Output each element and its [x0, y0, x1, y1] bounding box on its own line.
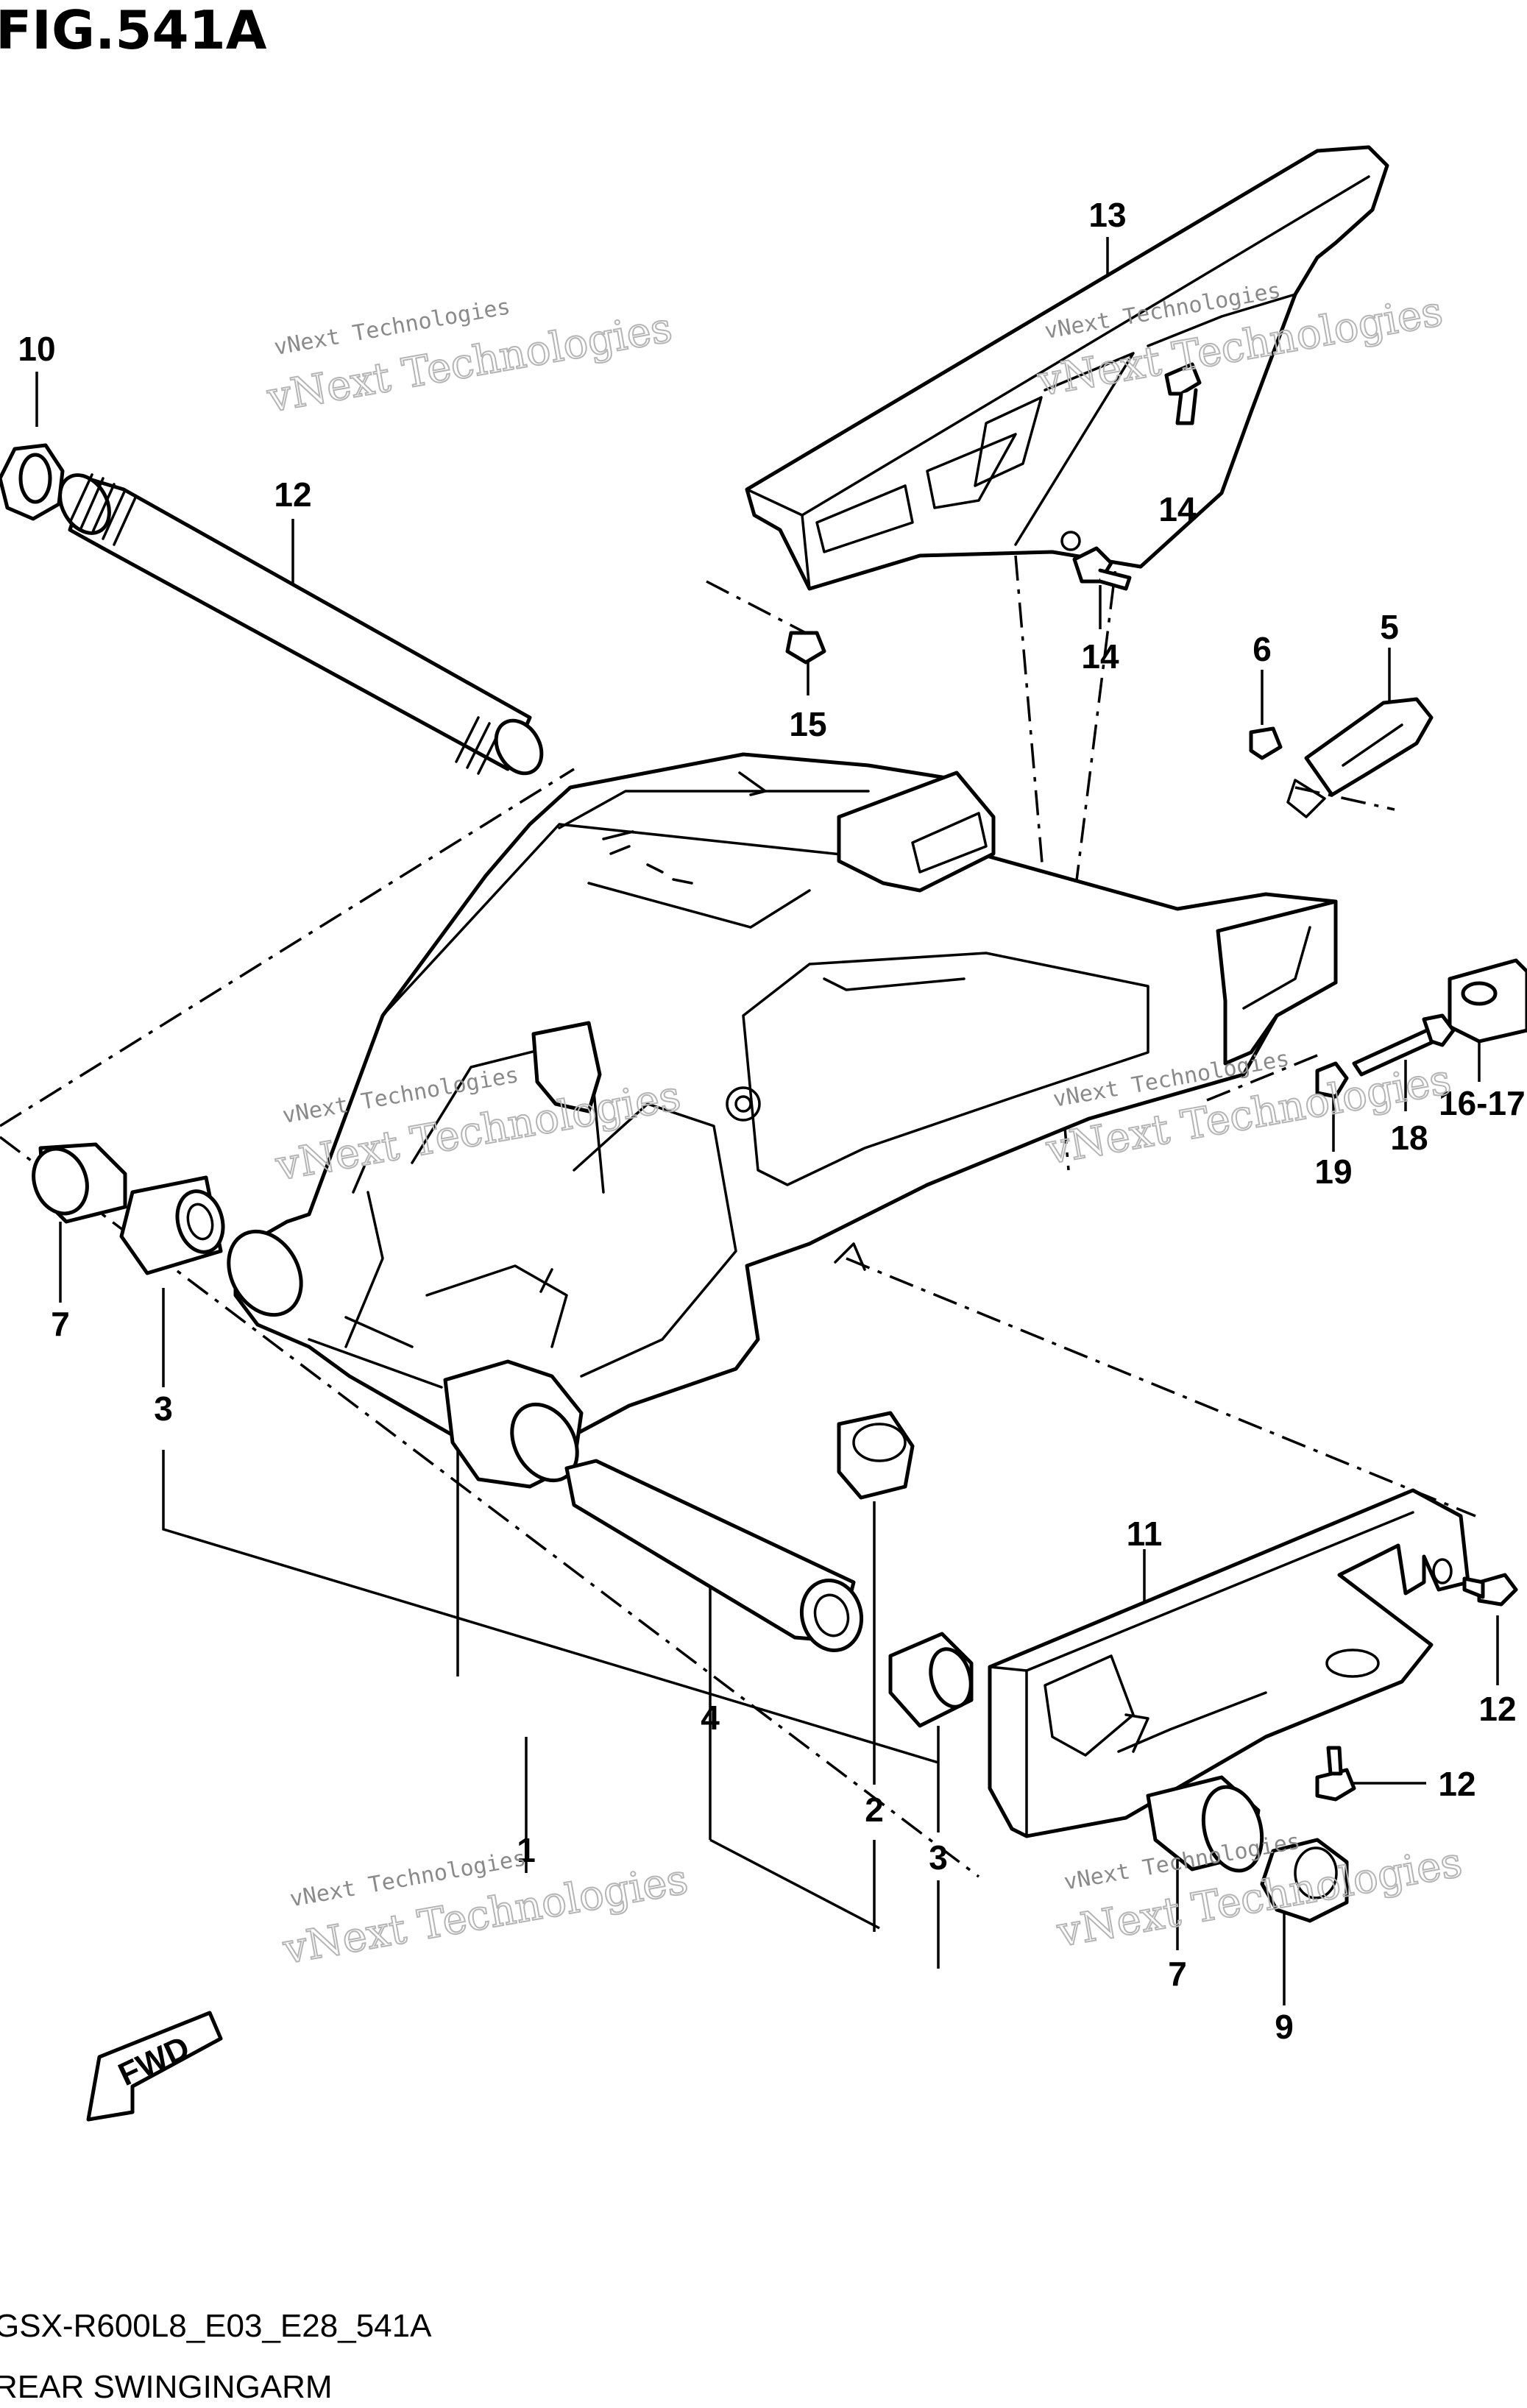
- chain-cover-13: [745, 145, 1389, 591]
- callout-9: 9: [1275, 2008, 1294, 2046]
- swingarm-1: [227, 752, 1338, 1489]
- collar-7-upper: [32, 1142, 127, 1224]
- callout-7-upper: 7: [51, 1305, 70, 1343]
- bolt-18: [1352, 1013, 1456, 1077]
- callout-4: 4: [701, 1699, 720, 1737]
- callout-labels: 10 12 13 14 14 15 6 5 16-17 18 19 7 3 11…: [18, 196, 1525, 2046]
- bolt-14-upper: [1164, 362, 1202, 425]
- callout-13: 13: [1088, 196, 1126, 234]
- callout-14-lower: 14: [1081, 637, 1119, 676]
- callout-12-upper: 12: [1478, 1690, 1516, 1728]
- callout-12-lower: 12: [1438, 1765, 1475, 1803]
- callout-3-lower: 3: [929, 1838, 948, 1877]
- bearing-3-upper: [119, 1175, 225, 1275]
- bolt-6: [1249, 726, 1283, 760]
- callout-18: 18: [1390, 1119, 1428, 1157]
- callout-16-17: 16-17: [1439, 1084, 1526, 1122]
- lock-nut-10: [0, 443, 65, 521]
- collar-7-lower: [1146, 1775, 1264, 1873]
- chain-guide-11: [988, 1488, 1470, 1838]
- figure-code: GSX-R600L8_E03_E28_541A: [0, 2308, 432, 2344]
- callout-10: 10: [18, 330, 55, 368]
- callout-6: 6: [1253, 630, 1272, 668]
- bearing-2: [837, 1411, 915, 1500]
- figure-caption: REAR SWINGINGARM: [0, 2369, 333, 2405]
- pivot-shaft-8: [58, 473, 544, 776]
- bearing-3-lower: [888, 1632, 974, 1728]
- fwd-arrow: FWD: [86, 2011, 223, 2122]
- bolt-12-lower: [1315, 1746, 1356, 1802]
- adjuster-16-17: [1448, 958, 1527, 1044]
- nut-19: [1315, 1061, 1349, 1099]
- callout-19: 19: [1314, 1152, 1352, 1191]
- bolt-12-upper: [1462, 1573, 1518, 1607]
- plate-5: [1286, 697, 1434, 818]
- callout-8: 12: [274, 475, 311, 514]
- callout-5: 5: [1380, 608, 1399, 646]
- callout-2: 2: [865, 1791, 884, 1829]
- spacer-4: [564, 1459, 864, 1653]
- callout-3-upper: 3: [154, 1389, 173, 1428]
- callout-1: 1: [517, 1831, 536, 1869]
- callout-11: 11: [1127, 1515, 1163, 1553]
- callout-14-upper: 14: [1158, 490, 1197, 528]
- figure-title: FIG.541A: [0, 0, 267, 61]
- callout-15: 15: [789, 705, 826, 743]
- bolt-14-lower: [1072, 546, 1132, 591]
- nut-9: [1260, 1838, 1349, 1923]
- callout-7-lower: 7: [1168, 1955, 1187, 1993]
- clip-15: [785, 631, 826, 665]
